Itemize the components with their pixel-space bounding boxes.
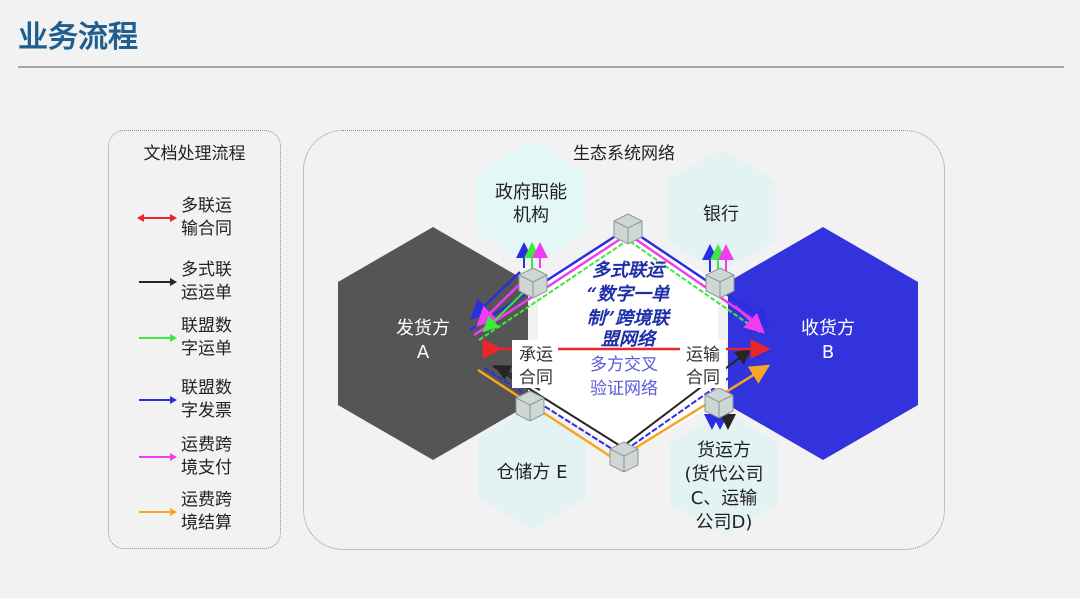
right-contract-line2: 合同 bbox=[686, 368, 720, 388]
legend-item-digital-invoice: 联盟数 字发票 bbox=[137, 377, 277, 423]
government-label-line1: 政府职能 bbox=[495, 182, 567, 203]
legend-label-line1: 多式联 bbox=[181, 260, 232, 280]
ecosystem-title: 生态系统网络 bbox=[573, 144, 675, 164]
legend-label-line2: 运运单 bbox=[181, 283, 232, 303]
legend-label-line2: 字发票 bbox=[181, 401, 232, 421]
legend-label-line1: 联盟数 bbox=[181, 378, 232, 398]
legend-label-line2: 境结算 bbox=[181, 513, 232, 533]
receiver-hex bbox=[728, 227, 918, 460]
node-cube-icon bbox=[515, 390, 545, 422]
legend-item-payment: 运费跨 境支付 bbox=[137, 434, 277, 480]
bank-hex bbox=[667, 149, 775, 272]
arrow-icon bbox=[139, 508, 177, 516]
shipper-label-line2: A bbox=[417, 342, 430, 363]
arrow-icon bbox=[139, 334, 177, 342]
receiver-arrow-magenta bbox=[734, 305, 765, 334]
legend-item-digital-waybill: 联盟数 字运单 bbox=[137, 315, 277, 361]
receiver-label-line2: B bbox=[822, 342, 834, 363]
left-contract-bg bbox=[512, 340, 558, 388]
legend-item-waybill: 多式联 运运单 bbox=[137, 259, 277, 305]
ecosystem-panel: 生态系统网络 bbox=[303, 130, 945, 550]
center-title-line2: “数字一单 bbox=[587, 284, 670, 305]
center-title-line4: 盟网络 bbox=[601, 329, 658, 350]
center-title-line1: 多式联运 bbox=[592, 260, 667, 281]
center-title-line3: 制”跨境联 bbox=[587, 308, 672, 329]
legend-label-line2: 境支付 bbox=[181, 458, 232, 478]
arrow-icon bbox=[139, 278, 177, 286]
carrier-label-line3: C、运输 bbox=[691, 488, 758, 509]
node-cube-icon bbox=[518, 267, 548, 299]
legend-label-line1: 运费跨 bbox=[181, 490, 232, 510]
carrier-label-line2: (货代公司 bbox=[684, 464, 763, 485]
center-sub-line2: 验证网络 bbox=[590, 379, 658, 399]
carrier-hex bbox=[670, 412, 778, 535]
center-sub-line1: 多方交叉 bbox=[590, 355, 658, 375]
legend-item-contract: 多联运 输合同 bbox=[137, 195, 277, 241]
node-cube-icon bbox=[613, 213, 643, 245]
government-label-line2: 机构 bbox=[513, 205, 549, 226]
carrier-label-line1: 货运方 bbox=[697, 440, 751, 461]
legend-title: 文档处理流程 bbox=[143, 144, 246, 164]
bank-label: 银行 bbox=[703, 204, 739, 225]
legend-panel: 文档处理流程 多联运 输合同 多式联 运运单 联盟数 字运单 bbox=[108, 130, 281, 549]
shipper-hex bbox=[338, 227, 528, 460]
legend-label-line1: 多联运 bbox=[181, 196, 232, 216]
warehouse-hex bbox=[478, 406, 586, 529]
node-cube-icon bbox=[705, 267, 735, 299]
title-divider bbox=[18, 66, 1064, 68]
double-arrow-icon bbox=[137, 214, 177, 222]
legend-item-settlement: 运费跨 境结算 bbox=[137, 489, 277, 535]
page-title: 业务流程 bbox=[18, 20, 138, 55]
receiver-label-line1: 收货方 bbox=[801, 318, 855, 339]
arrow-icon bbox=[139, 396, 177, 404]
node-cube-icon bbox=[609, 441, 639, 473]
right-contract-bg bbox=[680, 340, 726, 388]
legend-label-line1: 联盟数 bbox=[181, 316, 232, 336]
legend-label-line2: 字运单 bbox=[181, 339, 232, 359]
legend-label-line1: 运费跨 bbox=[181, 435, 232, 455]
shipper-label-line1: 发货方 bbox=[396, 318, 450, 339]
left-contract-line1: 承运 bbox=[519, 345, 553, 365]
carrier-label-line4: 公司D) bbox=[696, 512, 753, 533]
warehouse-label: 仓储方 E bbox=[496, 462, 567, 483]
legend-label-line2: 输合同 bbox=[181, 219, 232, 239]
node-cube-icon bbox=[704, 387, 734, 419]
right-contract-line1: 运输 bbox=[686, 345, 720, 365]
left-contract-line2: 合同 bbox=[519, 368, 553, 388]
government-hex bbox=[477, 141, 585, 264]
arrow-icon bbox=[139, 453, 177, 461]
